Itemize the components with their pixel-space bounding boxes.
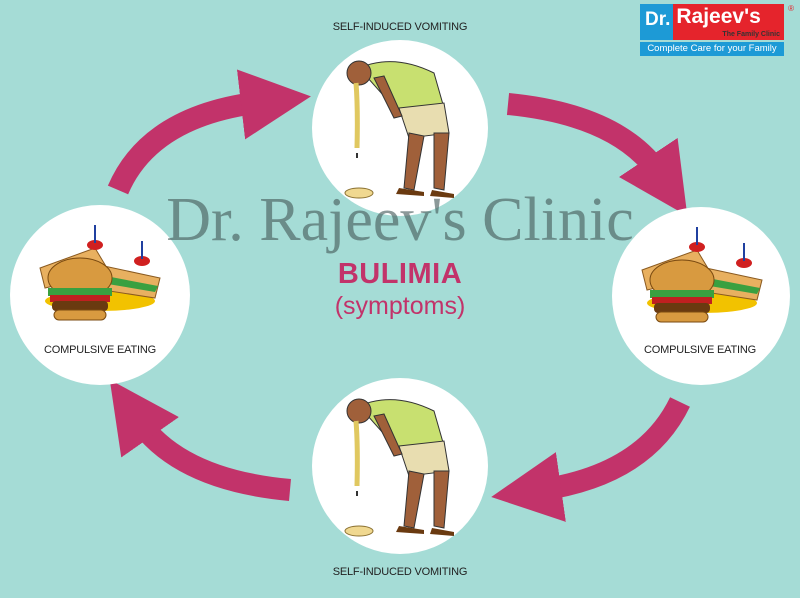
arrow-bottom-right [491, 396, 690, 522]
logo-sub: The Family Clinic [722, 31, 780, 38]
logo-tagline: Complete Care for your Family [640, 42, 784, 56]
label-right: COMPULSIVE EATING [644, 344, 756, 356]
vomiting-man-icon [312, 378, 488, 554]
arrow-top-right [506, 93, 688, 216]
step-eating-right [612, 207, 790, 385]
label-bottom: SELF-INDUCED VOMITING [332, 566, 468, 578]
logo-dr: Dr. [640, 4, 674, 40]
watermark: Dr. Rajeev's Clinic [166, 186, 634, 254]
logo-name-text: Rajeev's [676, 5, 761, 28]
registered-mark: ® [788, 4, 794, 13]
logo-name: Rajeev's The Family Clinic [673, 4, 784, 40]
step-vomiting-top [312, 40, 488, 216]
arrow-top-left [107, 69, 311, 195]
clinic-logo: Dr. Rajeev's The Family Clinic Complete … [640, 4, 794, 58]
step-vomiting-bottom [312, 378, 488, 554]
label-left: COMPULSIVE EATING [44, 344, 156, 356]
page-subtitle: (symptoms) [334, 292, 466, 320]
arrow-bottom-left [109, 379, 291, 501]
page-title: BULIMIA [337, 258, 463, 290]
step-eating-left [10, 205, 190, 385]
label-top: SELF-INDUCED VOMITING [332, 21, 468, 33]
